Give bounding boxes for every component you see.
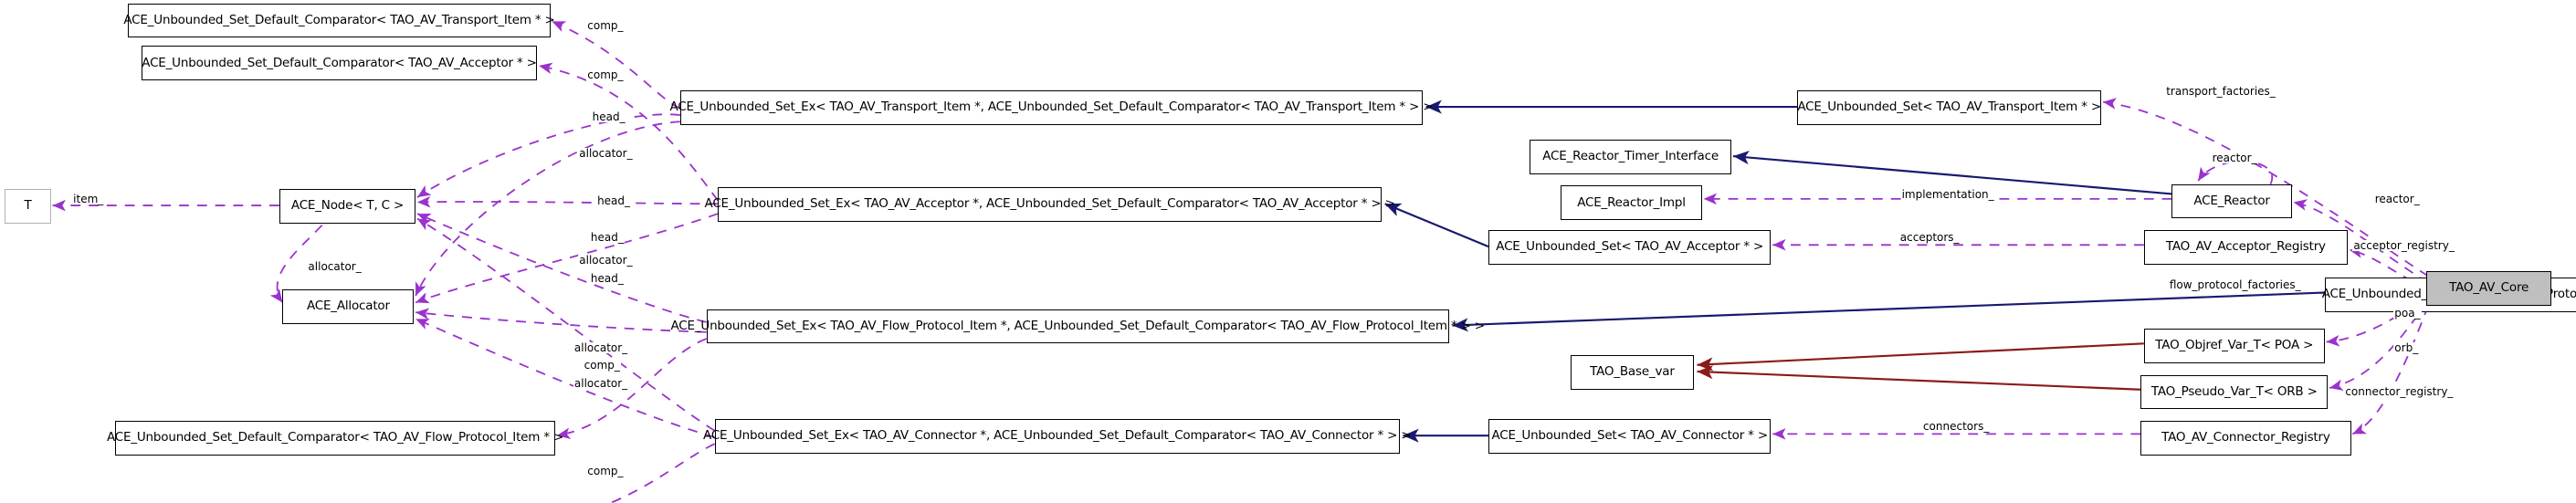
class-node-ace_reactor[interactable]: ACE_Reactor: [2171, 183, 2292, 219]
class-node-t_param[interactable]: T: [5, 189, 51, 224]
class-node-label: ACE_Unbounded_Set_Default_Comparator< TA…: [142, 55, 537, 70]
class-node-label: TAO_AV_Connector_Registry: [2161, 430, 2330, 445]
class-node-set_transport_item[interactable]: ACE_Unbounded_Set< TAO_AV_Transport_Item…: [1797, 90, 2101, 125]
edge-label-connectors_: connectors_: [1921, 419, 1991, 433]
edge-label-allocator_5: allocator_: [573, 377, 629, 391]
edge-label-poa_: poa_: [2393, 306, 2422, 320]
class-node-ace_allocator[interactable]: ACE_Allocator: [282, 288, 415, 324]
edge-label-transport_factories_: transport_factories_: [2165, 84, 2276, 98]
class-node-ace_node[interactable]: ACE_Node< T, C >: [279, 189, 416, 224]
class-node-label: TAO_Base_var: [1590, 364, 1675, 380]
class-node-connector_registry[interactable]: TAO_AV_Connector_Registry: [2140, 420, 2351, 456]
edge-label-comp_1: comp_: [586, 18, 625, 32]
edge-label-head_2: head_: [596, 194, 632, 208]
edge-label-reactor_2: reactor_: [2373, 193, 2421, 206]
class-node-set_acceptor[interactable]: ACE_Unbounded_Set< TAO_AV_Acceptor * >: [1488, 230, 1772, 265]
edge-label-reactor_self: reactor_: [2211, 152, 2258, 165]
edge-label-head_1: head_: [591, 110, 626, 124]
class-node-set_ex_connector[interactable]: ACE_Unbounded_Set_Ex< TAO_AV_Connector *…: [703, 419, 1412, 454]
class-node-tao_base_var[interactable]: TAO_Base_var: [1570, 354, 1694, 390]
class-node-label: T: [24, 198, 32, 214]
class-node-label: ACE_Unbounded_Set< TAO_AV_Transport_Item…: [1797, 100, 2101, 115]
class-node-reactor_impl[interactable]: ACE_Reactor_Impl: [1561, 185, 1702, 221]
edge-label-head_4: head_: [589, 271, 625, 285]
edge-label-orb_: orb_: [2393, 341, 2420, 354]
class-node-label: ACE_Reactor_Impl: [1577, 194, 1686, 210]
class-node-objref_var_poa[interactable]: TAO_Objref_Var_T< POA >: [2143, 329, 2325, 363]
class-node-label: TAO_AV_Core: [2449, 280, 2529, 296]
edge-label-acceptor_registry_: acceptor_registry_: [2352, 238, 2455, 252]
class-node-label: ACE_Reactor: [2193, 193, 2270, 208]
class-node-reactor_timer_interface[interactable]: ACE_Reactor_Timer_Interface: [1529, 140, 1732, 174]
class-node-label: ACE_Reactor_Timer_Interface: [1542, 149, 1719, 164]
edge-label-comp_4: comp_: [586, 464, 625, 477]
class-node-label: ACE_Unbounded_Set_Ex< TAO_AV_Acceptor *,…: [704, 196, 1395, 212]
class-node-label: ACE_Allocator: [306, 299, 390, 314]
class-node-set_ex_flow_protocol_item[interactable]: ACE_Unbounded_Set_Ex< TAO_AV_Flow_Protoc…: [670, 309, 1485, 344]
class-node-label: ACE_Node< T, C >: [290, 198, 405, 214]
edge-label-head_3: head_: [589, 230, 625, 244]
edge-label-allocator_1: allocator_: [578, 147, 634, 161]
class-node-cmp_flow_protocol_item[interactable]: ACE_Unbounded_Set_Default_Comparator< TA…: [107, 420, 563, 456]
edge-label-flow_protocol_factories_: flow_protocol_factories_: [2168, 278, 2302, 292]
class-node-label: TAO_AV_Acceptor_Registry: [2165, 239, 2326, 255]
edge-label-comp_2: comp_: [586, 68, 625, 81]
class-node-label: ACE_Unbounded_Set_Ex< TAO_AV_Flow_Protoc…: [670, 318, 1485, 333]
edge-label-allocator_3: allocator_: [307, 260, 363, 274]
class-node-tao_av_core[interactable]: TAO_AV_Core: [2426, 271, 2551, 306]
class-node-pseudo_var_orb[interactable]: TAO_Pseudo_Var_T< ORB >: [2140, 374, 2329, 410]
class-node-set_ex_transport_item[interactable]: ACE_Unbounded_Set_Ex< TAO_AV_Transport_I…: [670, 90, 1434, 125]
edge-label-allocator_4: allocator_: [573, 341, 629, 354]
class-node-label: ACE_Unbounded_Set_Default_Comparator< TA…: [123, 12, 555, 27]
class-node-acceptor_registry[interactable]: TAO_AV_Acceptor_Registry: [2143, 230, 2348, 265]
edge-label-comp_3: comp_: [583, 359, 621, 372]
edge-label-allocator_2: allocator_: [578, 254, 634, 267]
class-node-cmp_transport_item[interactable]: ACE_Unbounded_Set_Default_Comparator< TA…: [123, 3, 555, 38]
class-node-cmp_acceptor[interactable]: ACE_Unbounded_Set_Default_Comparator< TA…: [141, 46, 538, 81]
class-node-set_connector[interactable]: ACE_Unbounded_Set< TAO_AV_Connector * >: [1488, 419, 1772, 454]
class-node-set_ex_acceptor[interactable]: ACE_Unbounded_Set_Ex< TAO_AV_Acceptor *,…: [705, 187, 1395, 223]
class-node-label: ACE_Unbounded_Set_Ex< TAO_AV_Transport_I…: [669, 100, 1434, 115]
edge-label-item_: item_: [72, 193, 105, 206]
edge-label-implementation_: implementation_: [1900, 188, 1995, 202]
edge-label-acceptors_: acceptors_: [1898, 230, 1961, 244]
edge-label-connector_registry_: connector_registry_: [2344, 385, 2455, 399]
class-node-label: ACE_Unbounded_Set< TAO_AV_Acceptor * >: [1496, 239, 1764, 255]
class-node-label: ACE_Unbounded_Set_Ex< TAO_AV_Connector *…: [703, 428, 1412, 444]
class-node-label: TAO_Pseudo_Var_T< ORB >: [2150, 383, 2318, 399]
class-node-label: TAO_Objref_Var_T< POA >: [2155, 338, 2314, 353]
class-node-label: ACE_Unbounded_Set_Default_Comparator< TA…: [106, 430, 564, 445]
class-node-label: ACE_Unbounded_Set< TAO_AV_Connector * >: [1491, 428, 1768, 444]
